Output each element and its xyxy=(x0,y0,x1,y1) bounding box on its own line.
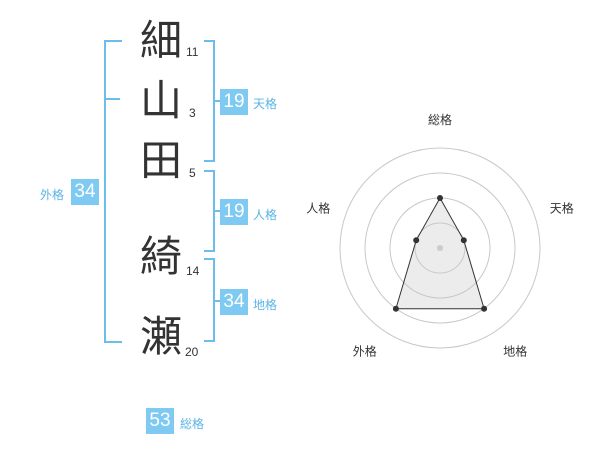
gaikaku-label: 外格 xyxy=(40,188,65,202)
stroke-count-2: 3 xyxy=(189,106,196,120)
radar-ring-1 xyxy=(414,222,466,274)
name-char-1: 細 xyxy=(139,16,182,65)
radar-ring-3 xyxy=(364,172,516,324)
gaikaku-value: 34 xyxy=(71,179,99,205)
radar-polygon xyxy=(395,196,485,310)
radar-point-2 xyxy=(460,237,467,244)
radar-axis-label-3: 地格 xyxy=(503,344,527,359)
gaikaku-bracket xyxy=(104,40,122,343)
radar-point-1 xyxy=(437,195,443,201)
chikaku-label: 地格 xyxy=(253,298,278,312)
radar-point-4 xyxy=(392,305,399,312)
tenkaku-label: 天格 xyxy=(253,97,278,111)
stroke-count-4: 14 xyxy=(186,264,200,278)
stroke-count-5: 20 xyxy=(185,345,199,359)
chikaku-value: 34 xyxy=(220,289,248,315)
radar-ring-4 xyxy=(339,147,541,349)
stroke-count-1: 11 xyxy=(186,45,199,59)
jinkaku-connector xyxy=(214,210,222,212)
chikaku-connector xyxy=(214,300,222,302)
jinkaku-value: 19 xyxy=(220,199,248,225)
radar-axis-label-5: 人格 xyxy=(306,200,330,215)
gaikaku-bracket-tick xyxy=(104,98,120,100)
name-char-5: 瀬 xyxy=(139,312,182,361)
name-char-3: 田 xyxy=(139,136,182,185)
tenkaku-value: 19 xyxy=(220,89,248,115)
radar-point-3 xyxy=(481,305,488,312)
radar-axis-label-2: 天格 xyxy=(550,200,574,215)
soukaku-label: 総格 xyxy=(180,417,205,431)
name-char-4: 綺 xyxy=(139,232,182,281)
soukaku-value: 53 xyxy=(146,408,174,434)
name-char-2: 山 xyxy=(139,76,182,125)
radar-point-5 xyxy=(413,237,420,244)
tenkaku-connector xyxy=(214,100,222,102)
radar-axis-label-1: 総格 xyxy=(428,112,452,127)
radar-center-point xyxy=(437,245,443,251)
stroke-count-3: 5 xyxy=(189,166,196,180)
radar-axis-label-4: 外格 xyxy=(353,344,377,359)
jinkaku-label: 人格 xyxy=(253,208,278,222)
